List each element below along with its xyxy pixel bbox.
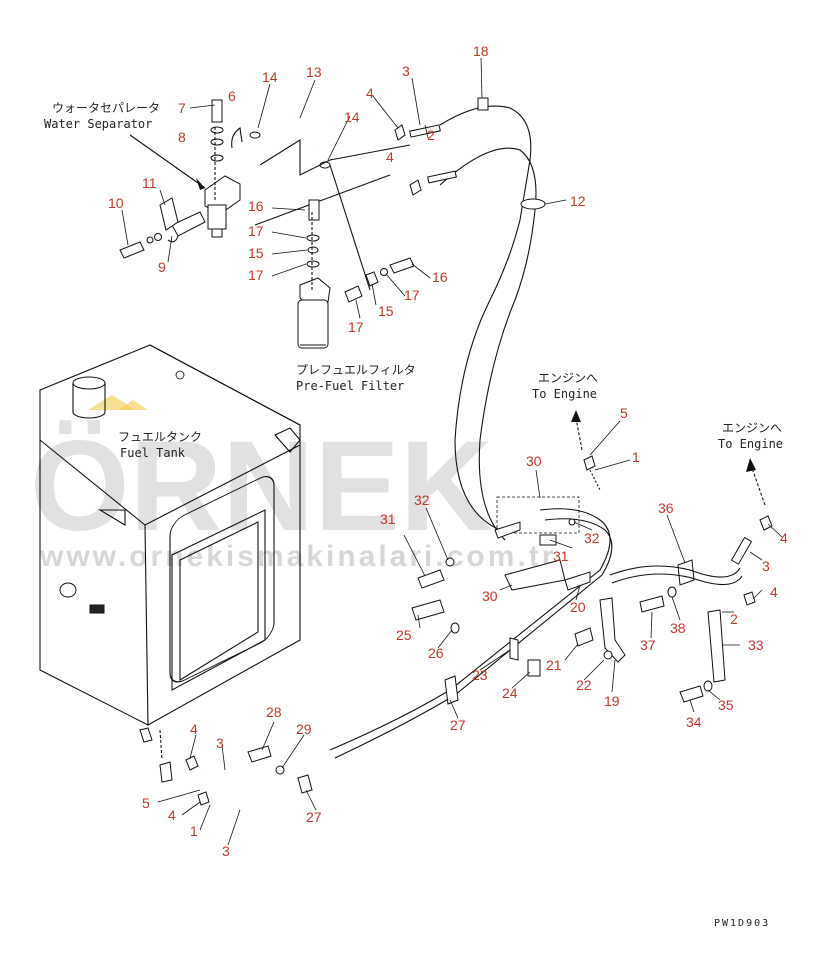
drawing-code: PW1D903 <box>714 918 770 929</box>
hose-upper <box>254 97 546 541</box>
pre-fuel-filter-label-en: Pre-Fuel Filter <box>296 379 404 393</box>
callout-6: 6 <box>228 88 236 104</box>
callout-3: 3 <box>762 558 770 574</box>
callout-1: 1 <box>632 449 640 465</box>
callout-16: 16 <box>432 269 448 285</box>
watermark-brand: ÖRNEK <box>30 415 492 558</box>
callout-27: 27 <box>450 717 466 733</box>
callout-26: 26 <box>428 645 444 661</box>
callout-17: 17 <box>248 267 264 283</box>
callout-24: 24 <box>502 685 518 701</box>
callout-17: 17 <box>404 287 420 303</box>
water-separator: ウォータセパレータ Water Separator <box>44 99 243 259</box>
callout-34: 34 <box>686 714 702 730</box>
callout-7: 7 <box>178 100 186 116</box>
callout-27: 27 <box>306 809 322 825</box>
callout-8: 8 <box>178 129 186 145</box>
callout-38: 38 <box>670 620 686 636</box>
callout-3: 3 <box>222 843 230 859</box>
callout-10: 10 <box>108 195 124 211</box>
callout-4: 4 <box>780 530 788 546</box>
callout-25: 25 <box>396 627 412 643</box>
water-separator-label-jp: ウォータセパレータ <box>52 101 160 115</box>
pipe-13 <box>249 114 411 176</box>
callout-33: 33 <box>748 637 764 653</box>
callout-4: 4 <box>190 721 198 737</box>
callout-14: 14 <box>344 109 360 125</box>
fuel-tank-label-en: Fuel Tank <box>120 446 186 460</box>
callout-12: 12 <box>570 193 586 209</box>
callout-17: 17 <box>348 319 364 335</box>
callout-11: 11 <box>142 175 157 191</box>
to-engine-label-en-2: To Engine <box>718 437 783 451</box>
callout-3: 3 <box>402 63 410 79</box>
callout-23: 23 <box>472 667 488 683</box>
callout-28: 28 <box>266 704 282 720</box>
callout-19: 19 <box>604 693 620 709</box>
callout-22: 22 <box>576 677 592 693</box>
callout-32: 32 <box>584 530 600 546</box>
callout-30: 30 <box>526 453 542 469</box>
callout-37: 37 <box>640 637 656 653</box>
callout-29: 29 <box>296 721 312 737</box>
to-engine-label-en-1: To Engine <box>532 387 597 401</box>
callout-31: 31 <box>380 511 396 527</box>
callout-17: 17 <box>248 223 264 239</box>
callout-20: 20 <box>570 599 586 615</box>
callout-5: 5 <box>142 795 150 811</box>
callout-2: 2 <box>427 127 435 143</box>
callout-9: 9 <box>158 259 166 275</box>
water-separator-label-en: Water Separator <box>44 117 152 131</box>
to-engine-label-jp-1: エンジンへ <box>538 371 598 385</box>
to-engine-label-jp-2: エンジンへ <box>722 421 782 435</box>
watermark-accent-right <box>118 400 148 410</box>
callout-3: 3 <box>216 735 224 751</box>
fuel-tank-label-jp: フュエルタンク <box>118 430 202 444</box>
callout-32: 32 <box>414 492 430 508</box>
callout-4: 4 <box>168 807 176 823</box>
callout-36: 36 <box>658 500 674 516</box>
callout-15: 15 <box>248 245 264 261</box>
fuel-tank: フュエルタンク Fuel Tank <box>39 344 301 726</box>
watermark: ÖRNEK www.ornekismakinalari.com.tr <box>30 395 556 573</box>
leader-lines <box>121 57 783 846</box>
watermark-url: www.ornekismakinalari.com.tr <box>39 540 556 573</box>
callout-4: 4 <box>386 149 394 165</box>
pre-fuel-filter-label-jp: プレフュエルフィルタ <box>296 363 416 377</box>
callout-1: 1 <box>190 823 198 839</box>
lower-fittings <box>139 727 322 806</box>
callout-4: 4 <box>770 584 778 600</box>
to-engine-markers: エンジンへ To Engine エンジンへ To Engine <box>532 371 783 506</box>
callout-31: 31 <box>553 548 569 564</box>
callout-16: 16 <box>248 198 264 214</box>
callout-2: 2 <box>730 611 738 627</box>
callout-13: 13 <box>306 64 322 80</box>
callout-21: 21 <box>546 657 562 673</box>
callout-30: 30 <box>482 588 498 604</box>
callout-4: 4 <box>366 85 374 101</box>
pre-fuel-filter: プレフュエルフィルタ Pre-Fuel Filter <box>296 199 416 393</box>
callout-numbers: 7 6 14 13 3 18 8 4 14 2 4 11 10 9 16 12 … <box>108 43 788 859</box>
callout-35: 35 <box>718 697 734 713</box>
callout-5: 5 <box>620 405 628 421</box>
callout-18: 18 <box>473 43 489 59</box>
callout-15: 15 <box>378 303 394 319</box>
callout-14: 14 <box>262 69 278 85</box>
bracket-assembly <box>329 455 773 759</box>
